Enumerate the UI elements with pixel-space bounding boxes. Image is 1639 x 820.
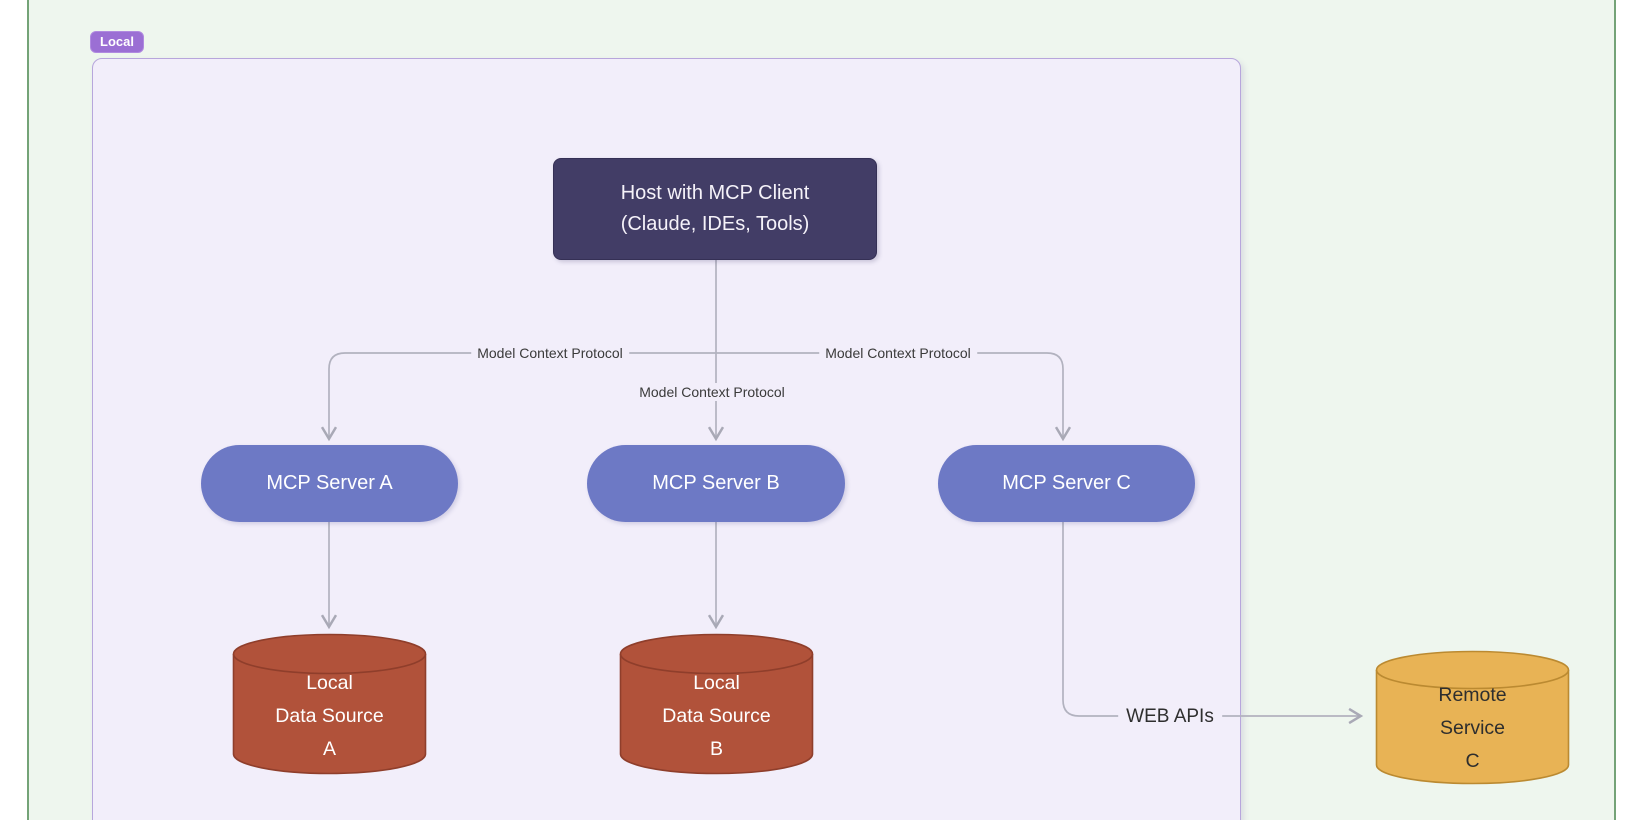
mcp-server-c-node: MCP Server C [938, 445, 1195, 522]
edge-label-model-context-protocol-c: Model Context Protocol [819, 344, 977, 362]
mcp-server-b-node: MCP Server B [587, 445, 845, 522]
arrow-host-to-server-c [716, 352, 1072, 442]
local-data-source-a-label: Local Data Source A [275, 671, 384, 760]
edge-label-web-apis: WEB APIs [1118, 705, 1222, 729]
arrow-server-c-to-remote-service [1062, 522, 1364, 725]
local-data-source-a-cylinder: Local Data Source A [232, 633, 427, 775]
local-data-source-b-label: Local Data Source B [662, 671, 771, 760]
remote-service-c-cylinder: Remote Service C [1375, 650, 1570, 785]
edge-label-model-context-protocol-a: Model Context Protocol [471, 344, 629, 362]
cylinder-shape-icon [1375, 650, 1570, 785]
arrow-host-to-server-a [320, 352, 716, 442]
cylinder-shape-icon [232, 633, 427, 775]
remote-service-c-label: Remote Service C [1438, 683, 1507, 772]
host-node: Host with MCP Client (Claude, IDEs, Tool… [553, 158, 877, 260]
local-data-source-b-cylinder: Local Data Source B [619, 633, 814, 775]
edge-label-model-context-protocol-b: Model Context Protocol [633, 383, 791, 401]
local-boundary-badge: Local [90, 31, 144, 53]
cylinder-shape-icon [619, 633, 814, 775]
mcp-server-a-node: MCP Server A [201, 445, 458, 522]
